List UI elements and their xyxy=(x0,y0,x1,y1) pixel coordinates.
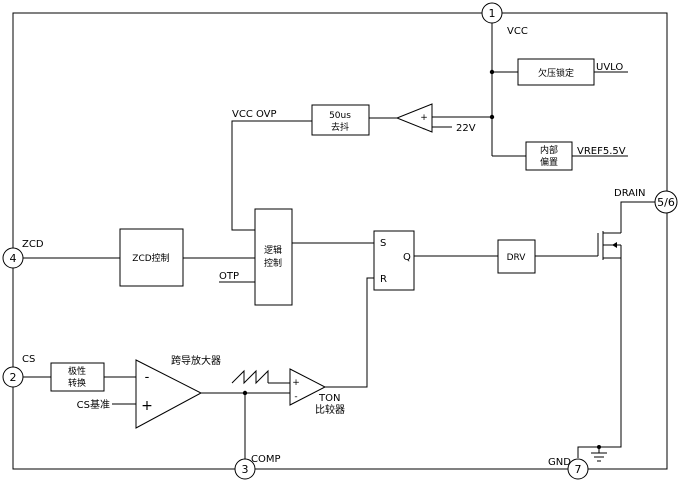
otp-label: OTP xyxy=(219,271,239,282)
logic-text-1: 逻辑 xyxy=(264,244,282,256)
uvlo-lock-block xyxy=(517,58,595,86)
zcd-label: ZCD xyxy=(22,239,44,250)
latch-r: R xyxy=(380,274,387,285)
polarity-text-1: 极性 xyxy=(68,365,86,377)
pin-4: 4 xyxy=(2,247,24,269)
transamp-label: 跨导放大器 xyxy=(171,354,221,367)
ota-minus: - xyxy=(145,370,150,385)
pin-5-6-number: 5/6 xyxy=(657,196,675,209)
uvlo-lock-text: 欠压锁定 xyxy=(538,67,574,79)
uvlo-label: UVLO xyxy=(596,62,623,73)
wire xyxy=(231,120,312,231)
debounce-text-1: 50us xyxy=(329,111,351,121)
power-mosfet xyxy=(597,231,621,260)
pin-1: 1 xyxy=(481,2,503,24)
pin-2-number: 2 xyxy=(10,371,17,384)
pin-3: 3 xyxy=(234,458,256,480)
drain-label: DRAIN xyxy=(614,188,646,199)
logic-control-block xyxy=(254,208,293,306)
wire xyxy=(325,277,374,388)
chip-outline xyxy=(12,12,668,470)
ota-plus: + xyxy=(141,398,153,414)
pin-3-number: 3 xyxy=(242,463,249,476)
pin-7: 7 xyxy=(567,458,589,480)
cs-ref-label: CS基准 xyxy=(77,398,110,411)
pin-1-number: 1 xyxy=(489,7,496,20)
comp-label: COMP xyxy=(251,454,281,465)
vref-label: VREF5.5V xyxy=(577,146,626,157)
ground-icon xyxy=(591,447,607,462)
vcc-label: VCC xyxy=(507,26,528,37)
sawtooth-icon xyxy=(231,369,269,385)
pin-2: 2 xyxy=(2,366,24,388)
drv-text: DRV xyxy=(507,253,527,263)
vcc-ovp-label: VCC OVP xyxy=(232,109,277,120)
polarity-text-2: 转换 xyxy=(68,377,86,389)
ton-plus: + xyxy=(292,378,300,388)
internal-bias-text-1: 内部 xyxy=(540,144,558,156)
gnd-label: GND xyxy=(548,457,571,468)
ovp-plus: + xyxy=(420,113,428,123)
zcd-control-text: ZCD控制 xyxy=(132,252,169,264)
internal-bias-text-2: 偏置 xyxy=(540,156,558,168)
debounce-text-2: 去抖 xyxy=(331,121,349,133)
transconductance-amplifier xyxy=(135,359,203,429)
junction-dot xyxy=(597,445,601,449)
pin-4-number: 4 xyxy=(10,252,17,265)
v22-label: 22V xyxy=(456,123,476,134)
debounce-block xyxy=(311,104,370,136)
ton-comparator xyxy=(289,368,327,406)
ovp-minus: - xyxy=(422,124,425,134)
ton-label: TON xyxy=(318,393,340,404)
pin-7-number: 7 xyxy=(575,463,582,476)
source-wire xyxy=(577,245,622,458)
ovp-comparator xyxy=(395,103,433,133)
zcd-control-block xyxy=(119,228,184,287)
cs-label: CS xyxy=(22,354,35,365)
latch-s: S xyxy=(380,238,386,249)
sr-latch xyxy=(373,230,415,291)
ton-sub-label: 比较器 xyxy=(315,403,345,416)
pin-5-6: 5/6 xyxy=(654,190,678,214)
ton-minus: - xyxy=(294,392,297,402)
latch-q: Q xyxy=(403,252,411,263)
drain-wire xyxy=(620,201,656,233)
logic-text-2: 控制 xyxy=(264,257,282,269)
